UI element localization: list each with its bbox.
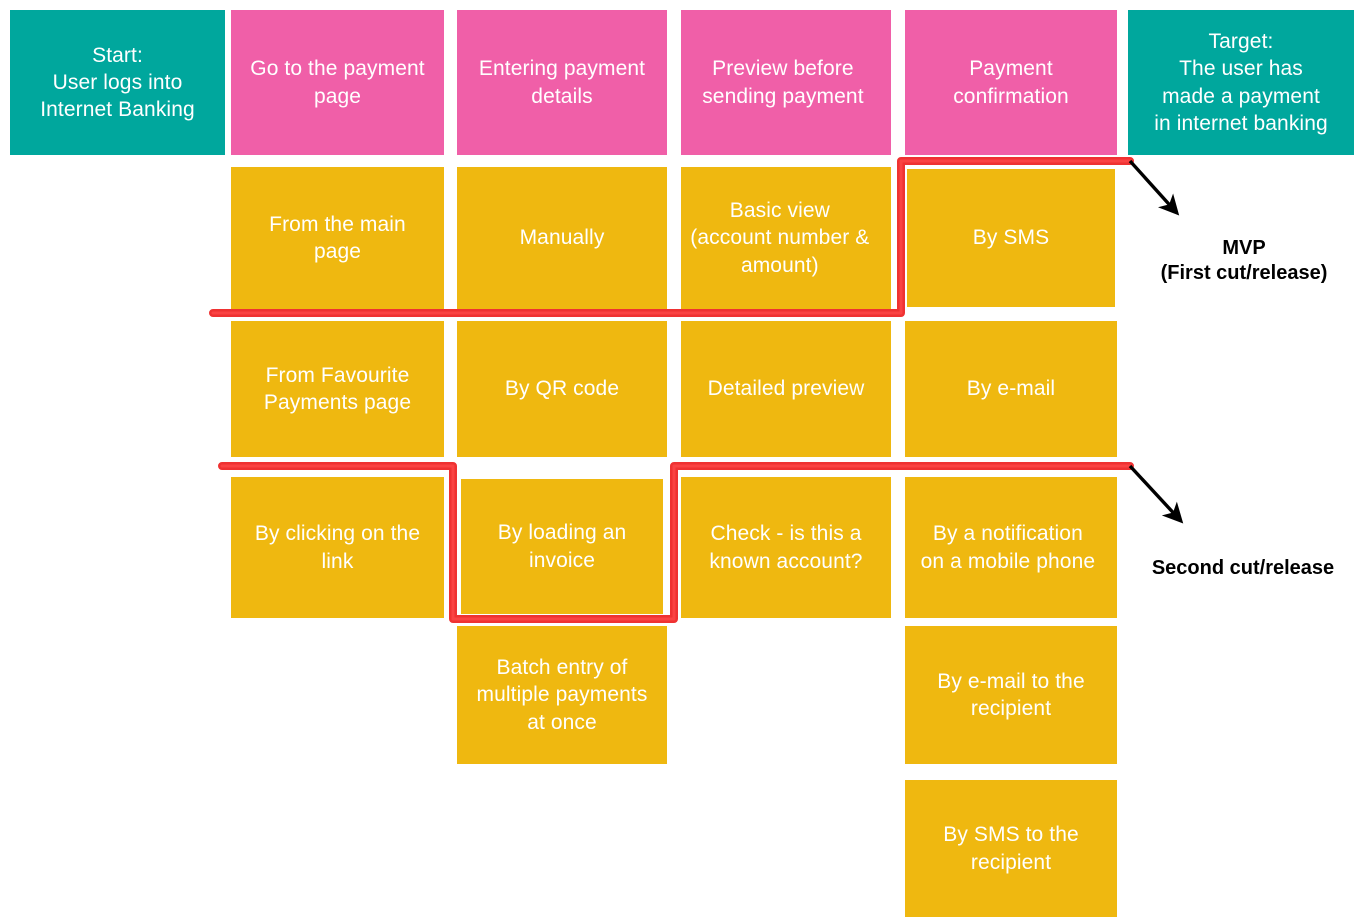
backbone-target-card[interactable]: Target: The user has made a payment in i… [1128, 10, 1354, 155]
story-card-c3-r1[interactable]: Basic view (account number & amount) [681, 167, 891, 309]
backbone-start-card[interactable]: Start: User logs into Internet Banking [10, 10, 225, 155]
release-label-second: Second cut/release [1122, 531, 1364, 581]
story-card-label-c1-r1: From the main page [269, 212, 406, 263]
story-card-c2-r2[interactable]: By QR code [457, 321, 667, 457]
story-card-c1-r2[interactable]: From Favourite Payments page [231, 321, 444, 457]
backbone-step-label-1: Go to the payment page [250, 57, 425, 108]
story-card-label-c2-r4: Batch entry of multiple payments at once [476, 656, 648, 734]
release-label-mvp: MVP (First cut/release) [1126, 211, 1362, 286]
story-card-c1-r3[interactable]: By clicking on the link [231, 477, 444, 618]
backbone-step-label-4: Payment confirmation [953, 57, 1069, 108]
backbone-step-card-4[interactable]: Payment confirmation [905, 10, 1117, 155]
story-card-label-c4-r5: By SMS to the recipient [943, 823, 1079, 874]
story-card-c1-r1[interactable]: From the main page [231, 167, 444, 309]
story-card-label-c1-r2: From Favourite Payments page [263, 363, 412, 414]
story-card-label-c3-r1: Basic view (account number & amount) [690, 199, 870, 277]
mvp-arrow [1128, 159, 1180, 216]
story-card-c3-r3[interactable]: Check - is this a known account? [681, 477, 891, 618]
backbone-step-card-2[interactable]: Entering payment details [457, 10, 667, 155]
release-label-mvp-text: MVP (First cut/release) [1160, 237, 1328, 284]
story-card-label-c3-r2: Detailed preview [707, 377, 865, 401]
story-card-label-c4-r4: By e-mail to the recipient [937, 669, 1085, 720]
release-label-second-text: Second cut/release [1151, 557, 1335, 579]
story-card-c2-r1[interactable]: Manually [457, 167, 667, 309]
story-card-c4-r2[interactable]: By e-mail [905, 321, 1117, 457]
backbone-target-label: Target: The user has made a payment in i… [1154, 29, 1328, 135]
story-card-label-c4-r1: By SMS [972, 226, 1050, 250]
second-release-arrow [1128, 464, 1184, 524]
story-card-c4-r3[interactable]: By a notification on a mobile phone [905, 477, 1117, 618]
backbone-step-label-2: Entering payment details [478, 57, 646, 108]
story-card-c3-r2[interactable]: Detailed preview [681, 321, 891, 457]
story-card-c2-r4[interactable]: Batch entry of multiple payments at once [457, 626, 667, 764]
story-card-label-c2-r1: Manually [519, 226, 605, 250]
story-card-c4-r4[interactable]: By e-mail to the recipient [905, 626, 1117, 764]
story-card-label-c1-r3: By clicking on the link [254, 522, 421, 573]
backbone-step-card-1[interactable]: Go to the payment page [231, 10, 444, 155]
backbone-start-label: Start: User logs into Internet Banking [40, 43, 195, 122]
story-card-c4-r5[interactable]: By SMS to the recipient [905, 780, 1117, 917]
story-card-label-c3-r3: Check - is this a known account? [709, 522, 863, 573]
story-card-label-c4-r3: By a notification on a mobile phone [920, 522, 1096, 573]
story-card-c4-r1[interactable]: By SMS [907, 169, 1115, 307]
backbone-step-label-3: Preview before sending payment [702, 57, 864, 108]
story-card-label-c4-r2: By e-mail [966, 377, 1056, 401]
story-card-c2-r3[interactable]: By loading an invoice [461, 479, 663, 614]
story-card-label-c2-r3: By loading an invoice [497, 521, 627, 572]
story-card-label-c2-r2: By QR code [504, 377, 620, 401]
backbone-step-card-3[interactable]: Preview before sending payment [681, 10, 891, 155]
